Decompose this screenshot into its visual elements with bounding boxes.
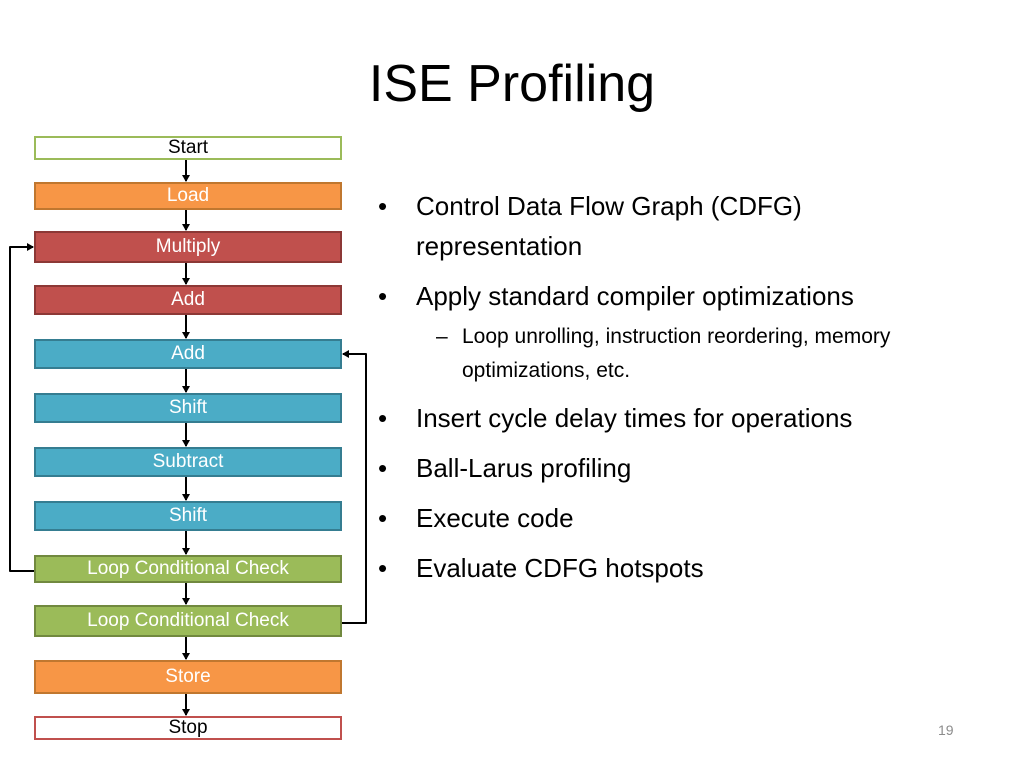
bullet-item: Execute code: [374, 498, 974, 538]
loop-back-arrow-left: [9, 243, 34, 572]
flow-node-shift: Shift: [34, 501, 342, 531]
flow-node-loop-conditional-check: Loop Conditional Check: [34, 555, 342, 583]
flow-node-add: Add: [34, 339, 342, 369]
bullet-list: Control Data Flow Graph (CDFG) represent…: [374, 186, 974, 598]
bullet-item: Apply standard compiler optimizations: [374, 276, 974, 316]
loop-back-arrow-right: [342, 350, 367, 624]
flow-node-shift: Shift: [34, 393, 342, 423]
flow-node-multiply: Multiply: [34, 231, 342, 263]
flow-node-stop: Stop: [34, 716, 342, 740]
flow-node-add: Add: [34, 285, 342, 315]
bullet-item: Ball-Larus profiling: [374, 448, 974, 488]
sub-bullet-item: Loop unrolling, instruction reordering, …: [374, 320, 974, 388]
flow-node-subtract: Subtract: [34, 447, 342, 477]
flow-node-load: Load: [34, 182, 342, 210]
flow-node-loop-conditional-check: Loop Conditional Check: [34, 605, 342, 637]
flow-node-store: Store: [34, 660, 342, 694]
bullet-item: Evaluate CDFG hotspots: [374, 548, 974, 588]
slide-title: ISE Profiling: [368, 55, 656, 113]
bullet-item: Control Data Flow Graph (CDFG) represent…: [374, 186, 974, 266]
flow-node-start: Start: [34, 136, 342, 160]
bullet-item: Insert cycle delay times for operations: [374, 398, 974, 438]
page-number: 19: [938, 722, 954, 738]
